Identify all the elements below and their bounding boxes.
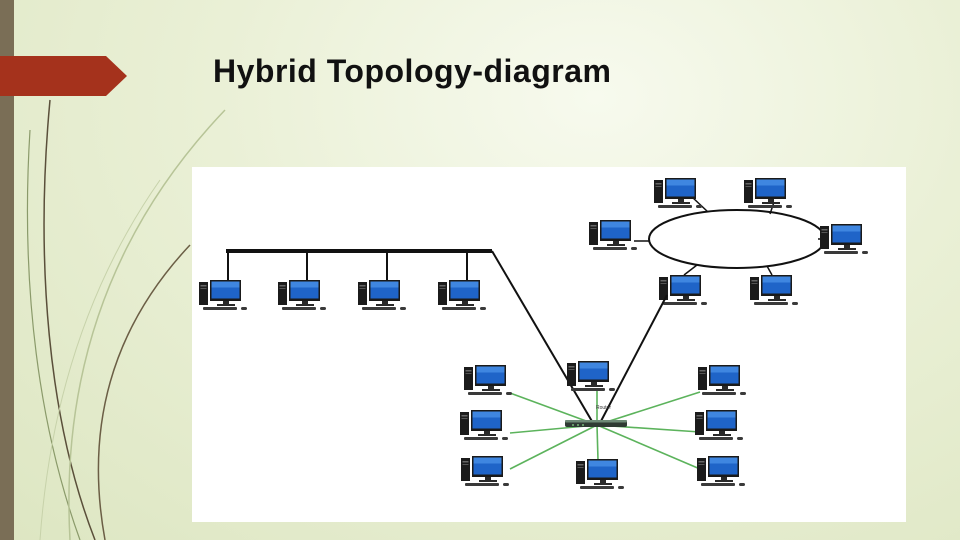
bus-computer-1: [199, 280, 247, 310]
star-computer-1: [567, 361, 615, 391]
star-computer-7: [695, 410, 743, 440]
star-computer-2: [464, 365, 512, 395]
bus-uplink: [491, 250, 594, 424]
title-arrow-marker: [0, 56, 127, 96]
ring-computer-5: [659, 275, 707, 305]
topology-diagram: Router: [192, 167, 906, 522]
bus-computer-3: [358, 280, 406, 310]
ring-topology: [589, 178, 868, 305]
bus-computer-4: [438, 280, 486, 310]
topology-svg: [199, 178, 868, 489]
star-computer-8: [697, 456, 745, 486]
ring-computer-2: [744, 178, 792, 208]
star-computer-4: [461, 456, 509, 486]
left-band: [0, 0, 14, 540]
ring-computer-6: [750, 275, 798, 305]
bus-topology: [199, 249, 492, 310]
bus-computer-2: [278, 280, 326, 310]
router-icon: [565, 420, 627, 427]
decorative-curves: [26, 99, 226, 540]
ring-computer-3: [589, 220, 637, 250]
router-label: Router: [596, 405, 612, 411]
ring-computer-1: [654, 178, 702, 208]
slide-title: Hybrid Topology-diagram: [213, 53, 612, 89]
ring-uplink: [599, 294, 668, 424]
star-computer-5: [576, 459, 624, 489]
ring-loop: [648, 209, 826, 269]
star-computer-3: [460, 410, 508, 440]
ring-computer-4: [820, 224, 868, 254]
star-computer-6: [698, 365, 746, 395]
star-topology: [460, 361, 746, 489]
